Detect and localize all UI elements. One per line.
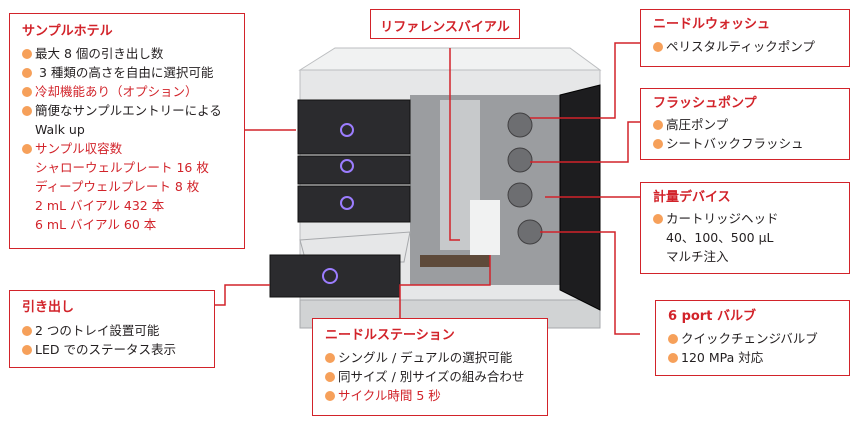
- needle-station-item: 同サイズ / 別サイズの組み合わせ: [325, 367, 547, 386]
- valve-head: [517, 219, 543, 245]
- bullet-icon: [22, 326, 32, 336]
- metering-device-item: カートリッジヘッド: [653, 209, 849, 228]
- six-port-valve-item: 120 MPa 対応: [668, 348, 849, 367]
- pump-head-2: [507, 147, 533, 173]
- bullet-icon: [22, 87, 32, 97]
- bullet-icon: [22, 144, 32, 154]
- drawer-box: 引き出し 2 つのトレイ設置可能 LED でのステータス表示: [9, 290, 215, 368]
- six-port-valve-box: 6 port バルブ クイックチェンジバルブ 120 MPa 対応: [655, 300, 850, 376]
- bullet-icon: [325, 391, 335, 401]
- bullet-icon: [668, 334, 678, 344]
- bullet-icon: [653, 214, 663, 224]
- sample-hotel-item: 2 mL バイアル 432 本: [35, 198, 165, 213]
- metering-device-box: 計量デバイス カートリッジヘッド 40、100、500 μL マルチ注入: [640, 182, 850, 274]
- flush-pump-title: フラッシュポンプ: [653, 96, 757, 111]
- bullet-icon: [22, 106, 32, 116]
- sample-hotel-box: サンプルホテル 最大 8 個の引き出し数 3 種類の高さを自由に選択可能 冷却機…: [9, 13, 245, 249]
- bullet-icon: [653, 42, 663, 52]
- needle-wash-box: ニードルウォッシュ ペリスタルティックポンプ: [640, 9, 850, 67]
- needle-wash-item: ペリスタルティックポンプ: [653, 37, 849, 56]
- pump-head-3: [507, 182, 533, 208]
- bullet-icon: [653, 139, 663, 149]
- six-port-valve-item: クイックチェンジバルブ: [668, 329, 849, 348]
- sample-hotel-item: シャローウェルプレート 16 枚: [35, 160, 209, 175]
- bullet-icon: [22, 68, 32, 78]
- bullet-icon: [668, 353, 678, 363]
- needle-station-item: サイクル時間 5 秒: [325, 386, 547, 405]
- drawer-1: [297, 99, 411, 155]
- sample-hotel-item: 3 種類の高さを自由に選択可能: [22, 63, 244, 82]
- flush-pump-box: フラッシュポンプ 高圧ポンプ シートバックフラッシュ: [640, 88, 850, 160]
- bullet-icon: [325, 353, 335, 363]
- metering-device-item: マルチ注入: [666, 249, 729, 264]
- metering-device-item: 40、100、500 μL: [666, 230, 774, 245]
- needle-station-title: ニードルステーション: [325, 328, 455, 343]
- bullet-icon: [325, 372, 335, 382]
- bullet-icon: [22, 345, 32, 355]
- flush-pump-item: シートバックフラッシュ: [653, 134, 849, 153]
- drawer-item: LED でのステータス表示: [22, 340, 214, 359]
- drawer-3: [297, 185, 411, 223]
- bullet-icon: [653, 120, 663, 130]
- flush-pump-item: 高圧ポンプ: [653, 115, 849, 134]
- drawer-2: [297, 155, 411, 185]
- needle-station-item: シングル / デュアルの選択可能: [325, 348, 547, 367]
- six-port-valve-title: 6 port バルブ: [668, 309, 756, 324]
- needle-station-box: ニードルステーション シングル / デュアルの選択可能 同サイズ / 別サイズの…: [312, 318, 548, 416]
- sample-hotel-item: 最大 8 個の引き出し数: [22, 44, 244, 63]
- drawer-item: 2 つのトレイ設置可能: [22, 321, 214, 340]
- sample-hotel-item: 冷却機能あり（オプション）: [22, 82, 244, 101]
- sample-hotel-item: 6 mL バイアル 60 本: [35, 217, 157, 232]
- sample-hotel-item: サンプル収容数: [22, 139, 244, 158]
- needle-wash-title: ニードルウォッシュ: [653, 17, 771, 32]
- bullet-icon: [22, 49, 32, 59]
- sample-hotel-title: サンプルホテル: [22, 24, 113, 39]
- pump-head-1: [507, 112, 533, 138]
- metering-device-title: 計量デバイス: [653, 190, 731, 205]
- reference-vial-title: リファレンスバイアル: [380, 20, 510, 35]
- sample-hotel-item: ディープウェルプレート 8 枚: [35, 179, 200, 194]
- drawer-title: 引き出し: [22, 300, 75, 315]
- drawer-open: [269, 254, 401, 298]
- reference-vial-box: リファレンスバイアル: [370, 9, 520, 39]
- sample-hotel-item: 簡便なサンプルエントリーによる: [22, 101, 244, 120]
- sample-hotel-item: Walk up: [35, 122, 85, 137]
